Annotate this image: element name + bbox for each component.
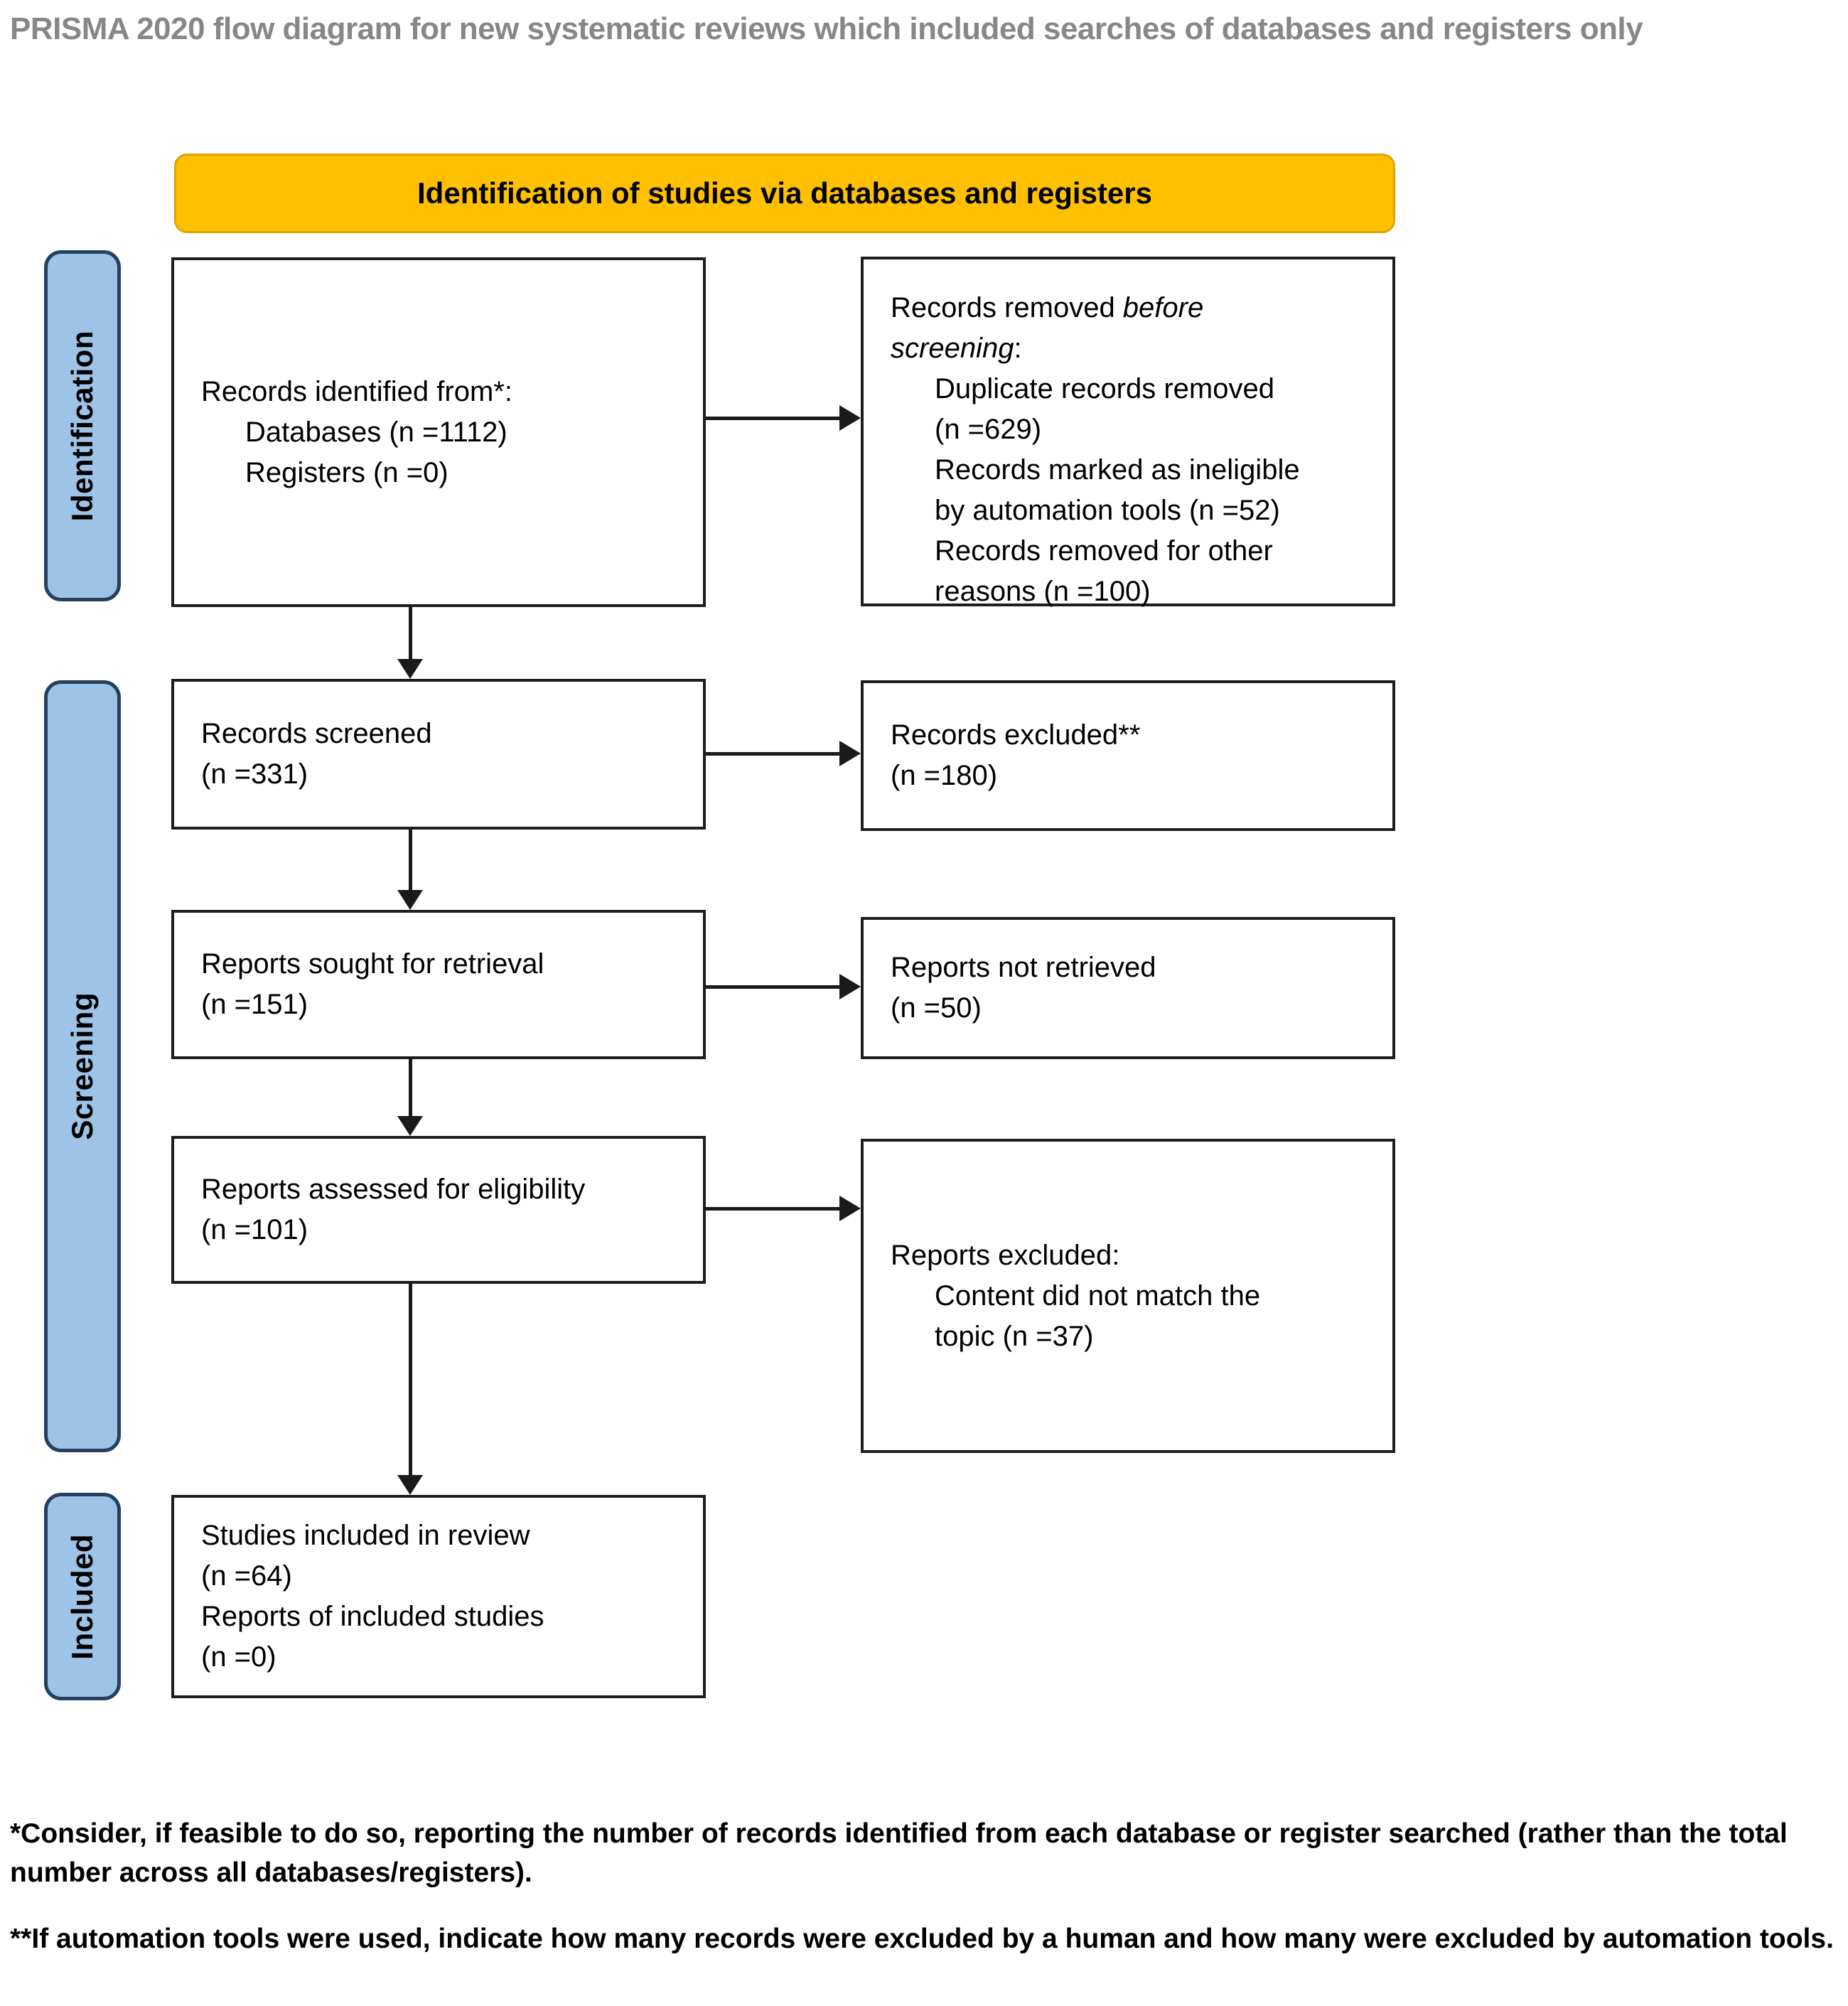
box-records-identified: Records identified from*: Databases (n =… <box>171 257 706 607</box>
text-line: Duplicate records removed <box>935 373 1274 404</box>
box-reports-sought: Reports sought for retrieval (n =151) <box>171 910 706 1059</box>
arrow-assessed-to-included-head <box>397 1475 423 1495</box>
text-line: (n =629) <box>935 414 1042 445</box>
box-records-removed-before-screening: Records removed before screening: Duplic… <box>861 257 1395 607</box>
footnote-double-asterisk: **If automation tools were used, indicat… <box>10 1924 1834 1954</box>
text-line: (n =50) <box>891 992 982 1024</box>
arrow-assessed-to-reports-excluded-line <box>706 1207 841 1211</box>
text-line: topic (n =37) <box>935 1320 1094 1352</box>
arrow-screened-to-sought-line <box>409 830 412 891</box>
text-line: by automation tools (n =52) <box>935 495 1280 526</box>
text-line: Databases (n =1112) <box>245 416 507 448</box>
box-reports-assessed: Reports assessed for eligibility (n =101… <box>171 1136 706 1284</box>
text-line: Records marked as ineligible <box>935 454 1300 486</box>
text-line: Records screened <box>201 718 432 749</box>
arrow-assessed-to-reports-excluded-head <box>839 1196 861 1221</box>
banner-label: Identification of studies via databases … <box>417 176 1152 210</box>
banner-identification-of-studies: Identification of studies via databases … <box>174 154 1395 233</box>
text-line: (n =101) <box>201 1214 308 1245</box>
arrow-assessed-to-included-line <box>409 1284 412 1476</box>
page-title: PRISMA 2020 flow diagram for new systema… <box>10 11 1643 46</box>
text-line: (n =331) <box>201 758 308 790</box>
italic-text: before <box>1122 292 1204 323</box>
text-line: Studies included in review <box>201 1520 530 1551</box>
arrow-sought-to-assessed-head <box>397 1116 423 1136</box>
box-studies-included: Studies included in review (n =64) Repor… <box>171 1495 706 1698</box>
text-line: Reports not retrieved <box>891 952 1156 983</box>
box-records-screened: Records screened (n =331) <box>171 679 706 830</box>
text-line: Records excluded** <box>891 719 1141 751</box>
arrow-identified-to-screened-head <box>397 659 423 679</box>
stage-label-identification: Identification <box>44 250 121 601</box>
arrow-identified-to-removed-line <box>706 417 841 420</box>
text-line: Content did not match the <box>935 1280 1261 1312</box>
text-line: Registers (n =0) <box>245 456 448 488</box>
text-line: reasons (n =100) <box>935 576 1151 607</box>
arrow-screened-to-sought-head <box>397 890 423 910</box>
italic-text: screening <box>891 333 1014 364</box>
arrow-screened-to-excluded-line <box>706 752 841 756</box>
stage-label-screening: Screening <box>44 680 121 1452</box>
arrow-sought-to-not-retrieved-line <box>706 985 841 989</box>
arrow-sought-to-assessed-line <box>409 1059 412 1117</box>
arrow-sought-to-not-retrieved-head <box>839 974 861 999</box>
arrow-identified-to-screened-line <box>409 607 412 661</box>
box-records-excluded: Records excluded** (n =180) <box>861 680 1395 831</box>
arrow-screened-to-excluded-head <box>839 741 861 766</box>
text-line: (n =180) <box>891 760 998 791</box>
box-reports-not-retrieved: Reports not retrieved (n =50) <box>861 917 1395 1059</box>
text-line: Reports of included studies <box>201 1601 544 1632</box>
text-line: Reports sought for retrieval <box>201 948 544 980</box>
text-line: Reports assessed for eligibility <box>201 1174 586 1205</box>
box-reports-excluded: Reports excluded: Content did not match … <box>861 1139 1395 1453</box>
text-line: (n =151) <box>201 989 308 1020</box>
stage-label-included: Included <box>44 1493 121 1700</box>
text-line: Records removed for other <box>935 535 1273 567</box>
text-line: screening: <box>891 333 1022 364</box>
arrow-identified-to-removed-head <box>839 405 861 431</box>
text-line: Reports excluded: <box>891 1239 1120 1271</box>
text-line: (n =64) <box>201 1560 292 1592</box>
text-line: (n =0) <box>201 1641 276 1673</box>
text-line: Records identified from*: <box>201 375 512 407</box>
footnote-asterisk: *Consider, if feasible to do so, reporti… <box>10 1818 1788 1888</box>
text-line: Records removed before <box>891 292 1204 323</box>
